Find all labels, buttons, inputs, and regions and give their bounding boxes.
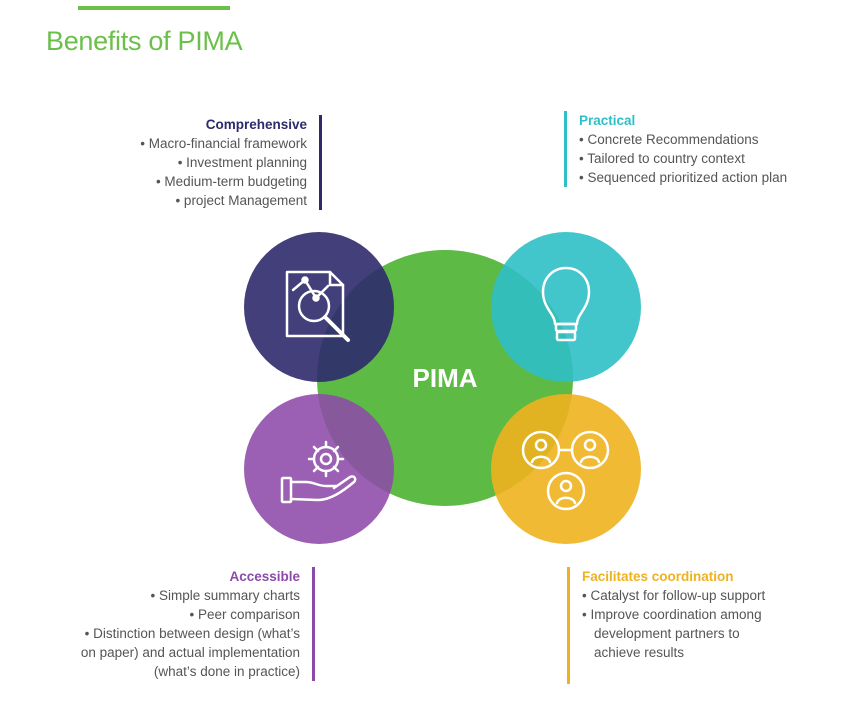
practical-block: Practical • Concrete Recommendations • T… xyxy=(564,111,787,187)
accessible-item: • Simple summary charts xyxy=(150,588,300,603)
comprehensive-item: • Medium-term budgeting xyxy=(155,174,307,189)
accessible-block: Accessible • Simple summary charts • Pee… xyxy=(81,567,315,681)
comprehensive-item: • project Management xyxy=(175,193,307,208)
people-network-icon xyxy=(521,430,610,511)
coordination-block: Facilitates coordination • Catalyst for … xyxy=(567,567,765,684)
document-magnifier-icon xyxy=(285,270,350,342)
practical-item: • Tailored to country context xyxy=(579,151,745,166)
comprehensive-circle xyxy=(244,232,394,382)
coordination-item: • Improve coordination among xyxy=(582,607,762,622)
practical-circle xyxy=(491,232,641,382)
title-accent-bar xyxy=(78,6,230,10)
accessible-title: Accessible xyxy=(229,569,300,584)
center-label: PIMA xyxy=(413,363,478,393)
coordination-item: • Catalyst for follow-up support xyxy=(582,588,766,603)
comprehensive-item: • Investment planning xyxy=(177,155,307,170)
accessible-item: (what’s done in practice) xyxy=(153,664,300,679)
coordination-circle xyxy=(491,394,641,544)
coordination-item: development partners to xyxy=(594,626,740,641)
accessible-item: • Peer comparison xyxy=(189,607,300,622)
comprehensive-title: Comprehensive xyxy=(205,117,307,132)
coordination-title: Facilitates coordination xyxy=(582,569,734,584)
practical-item: • Sequenced prioritized action plan xyxy=(579,170,788,185)
coordination-item: achieve results xyxy=(594,645,685,660)
accessible-item: on paper) and actual implementation xyxy=(80,645,300,660)
pima-diagram: PIMA xyxy=(244,232,641,544)
page-title: Benefits of PIMA xyxy=(46,26,243,56)
practical-item: • Concrete Recommendations xyxy=(579,132,759,147)
accessible-item: • Distinction between design (what’s xyxy=(84,626,300,641)
comprehensive-block: Comprehensive • Macro-financial framewor… xyxy=(140,115,322,210)
comprehensive-item: • Macro-financial framework xyxy=(140,136,307,151)
hand-gear-icon xyxy=(280,440,357,504)
practical-title: Practical xyxy=(579,113,636,128)
lightbulb-icon xyxy=(541,266,591,342)
